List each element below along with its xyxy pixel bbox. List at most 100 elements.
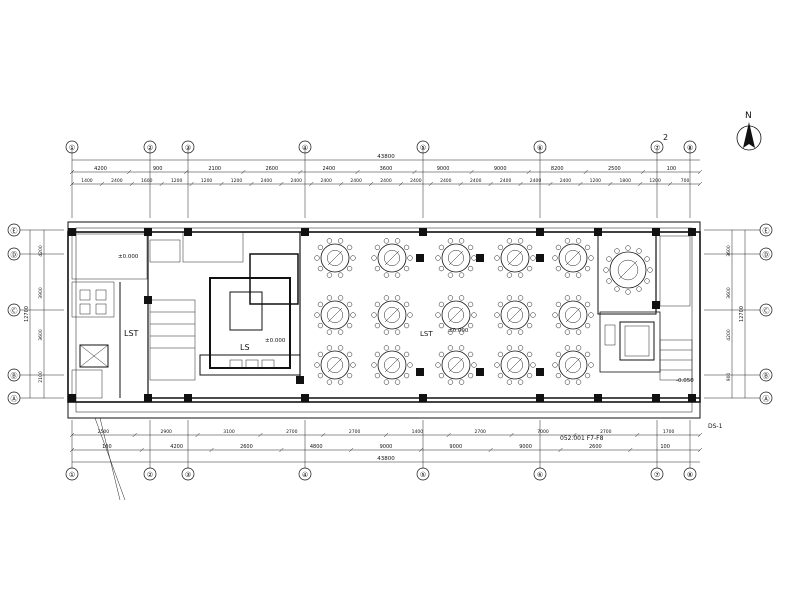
dim-top-bays-label: 9000 [437,166,450,172]
elevator-lobby-label: LST [124,329,139,338]
dim-top-sub-tick [548,181,553,187]
level-mark-3: ±0.000 [448,328,469,334]
dim-bottom-sub-label: 2900 [160,429,172,435]
chair [636,248,642,254]
dim-top-sub-tick [667,181,673,187]
chair [374,322,381,329]
chair [337,272,344,278]
dim-top-bays-tick [640,169,646,175]
chair [564,329,571,335]
table-hatch [384,307,400,323]
axis-top-label: ⑥ [537,144,543,152]
dim-left-bays-label: 3600 [38,329,44,341]
chair [506,295,513,301]
column [476,254,484,262]
chair [394,329,401,335]
dim-bottom-total: 43800 [377,456,395,462]
lazy-susan [617,259,639,281]
table-top [441,300,471,330]
table-hatch [618,260,638,280]
level-mark-1: ±0.000 [118,254,139,260]
dim-top-sub-label: 1200 [649,178,661,184]
chair [383,238,390,244]
chair [435,255,441,261]
column [68,228,76,236]
chair [506,329,513,335]
round-table [435,295,477,335]
dim-top-sub-label: 2400 [500,178,512,184]
chair [471,312,477,318]
dim-top-sub-tick [279,181,284,187]
chair [407,255,413,261]
lazy-susan [384,307,400,323]
axis-right-bubble [759,303,773,317]
chair [458,295,465,301]
dim-bottom-bays-label: 9000 [449,444,462,450]
dim-bottom-sub-tick [635,432,640,438]
chair [575,238,582,244]
chair [588,312,594,318]
kitchen-label: LS [240,343,250,352]
axis-left-bubble [7,368,21,382]
column [594,394,602,402]
chair [374,301,381,308]
chair [337,345,344,351]
lazy-susan [448,307,464,323]
chair [326,379,333,385]
building-inner-outline [75,227,693,413]
column [652,228,660,236]
dim-top-sub-tick [638,181,643,187]
column [68,394,76,402]
chair [337,379,344,385]
round-table [603,245,653,295]
chair [326,272,333,278]
chair [317,372,324,379]
dim-top-bays-tick [355,169,360,175]
dim-top-bays-label: 2100 [208,166,221,172]
axis-left-bubble [7,247,21,261]
round-table [314,295,356,335]
dim-top-sub-label: 2400 [530,178,542,184]
axis-bottom-bubble [533,467,547,481]
round-table [552,238,594,278]
lazy-susan [448,357,464,373]
chair [383,379,390,385]
main-hall-label: LST [420,330,433,338]
lazy-susan [507,307,523,323]
dim-top-bays-tick [469,169,474,175]
table-top [377,350,407,380]
dim-top-sub-tick [428,181,434,187]
dim-bottom-sub-label: 1400 [412,429,424,435]
building-outline [67,221,701,419]
column [184,394,192,402]
chair [625,289,631,295]
chair [438,372,445,379]
chair [438,301,445,308]
grid-lines [20,148,760,468]
axis-bottom-label: ② [147,471,153,479]
chair [467,351,474,358]
chair [447,379,454,385]
level-mark-4: -0.050 [676,378,694,384]
column [301,394,309,402]
table-top [377,243,407,273]
chair [494,312,500,318]
chair [564,379,571,385]
chair [317,265,324,272]
chair [506,379,513,385]
chair [435,312,441,318]
chair [407,362,413,368]
chair [447,329,454,335]
chair [438,351,445,358]
dim-top-sub-tick [338,181,344,187]
chair [555,372,562,379]
dim-bottom-sub-tick [697,432,703,438]
chair [564,295,571,301]
chair [467,265,474,272]
table-hatch [384,250,400,266]
dim-bottom-sub-label: 7000 [537,429,549,435]
chair [517,379,524,385]
axis-left-bubble [7,223,21,237]
axis-right-label: Ⓓ [763,251,770,259]
